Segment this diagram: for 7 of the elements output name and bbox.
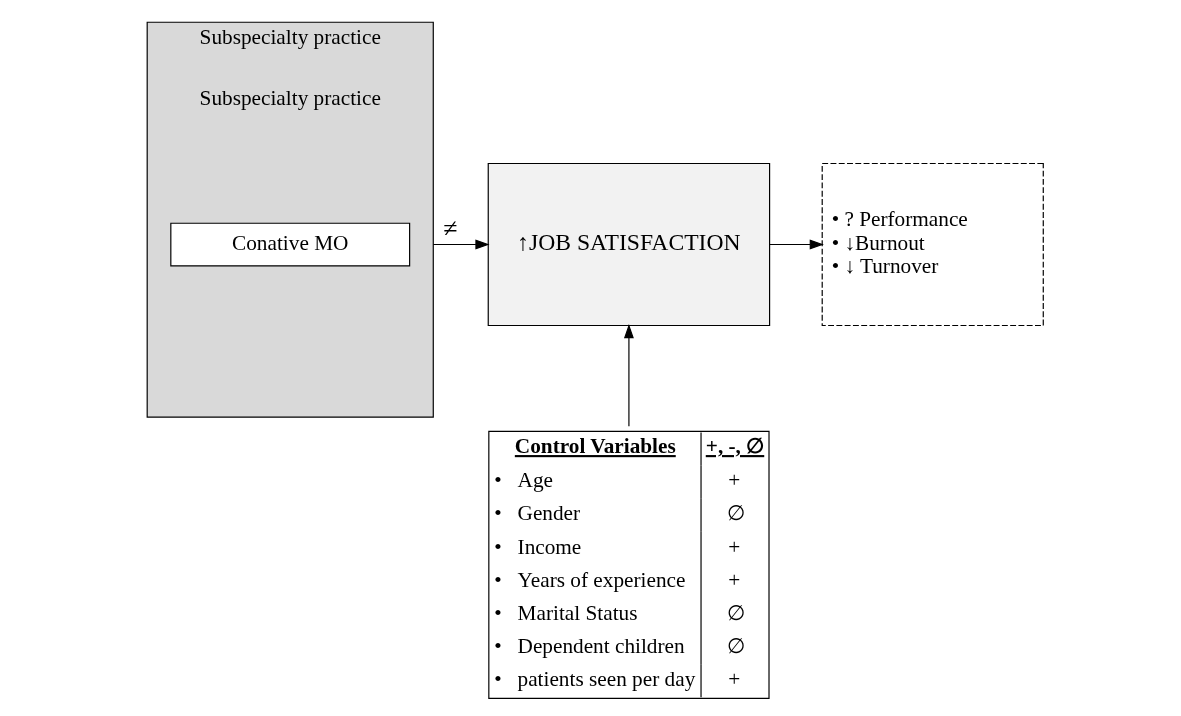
arrow: [432, 239, 490, 250]
node-box: • ? Performance • ↓Burnout • ↓ Turnover: [821, 162, 1044, 327]
arrow: [769, 239, 824, 250]
edge-label: ≠: [443, 213, 458, 243]
node-box: ↑JOB SATISFACTION: [487, 162, 771, 327]
arrow: [623, 324, 634, 427]
node-box: Conative MO: [170, 222, 411, 267]
